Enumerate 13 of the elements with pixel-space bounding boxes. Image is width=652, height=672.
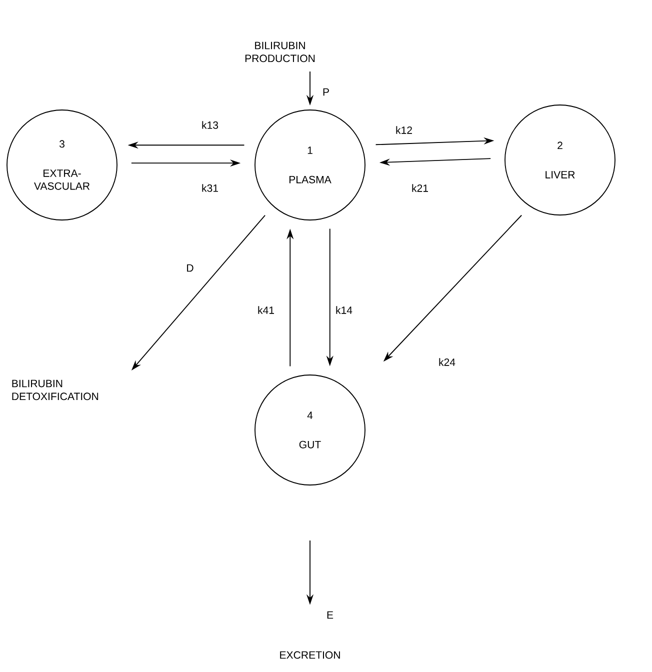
edge-label: E	[325, 610, 335, 620]
edge-label: k41	[256, 305, 276, 315]
process-label: BILIRUBIN PRODUCTION	[245, 42, 315, 62]
edge-label: P	[321, 87, 331, 97]
edge-label: k12	[394, 125, 414, 135]
edge-label: k14	[334, 305, 354, 315]
edge-label: k24	[437, 357, 457, 367]
process-label: EXCRETION	[280, 651, 340, 659]
edge-label: k21	[410, 183, 430, 193]
edge-label: k31	[200, 182, 220, 194]
process-label: BILIRUBIN DETOXIFICATION	[12, 380, 98, 400]
edge-label: D	[185, 263, 195, 273]
edge-label: k13	[200, 120, 220, 130]
